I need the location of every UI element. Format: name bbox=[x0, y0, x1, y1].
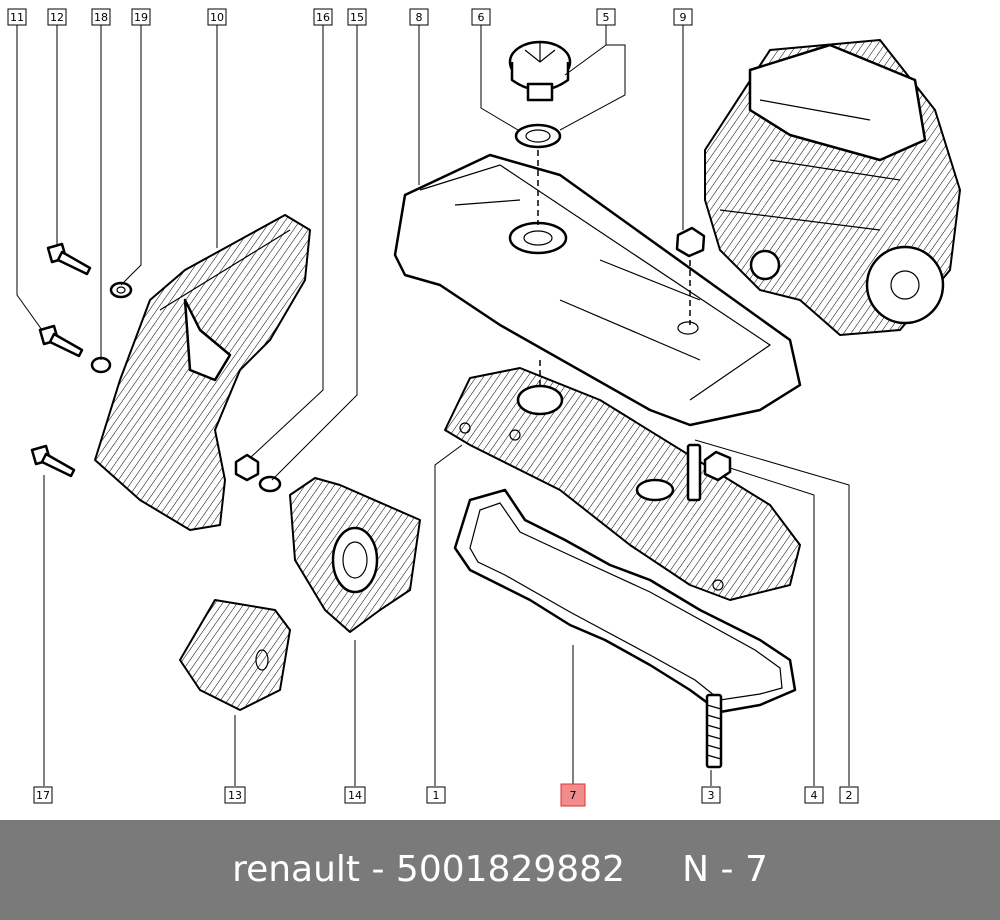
callout-box bbox=[207, 8, 227, 26]
callout-label: 10 bbox=[210, 11, 224, 24]
callout-label: 18 bbox=[94, 11, 108, 24]
oil-filler-cap bbox=[508, 40, 572, 102]
callout-18: 18 bbox=[91, 8, 111, 26]
mounting-bracket bbox=[179, 599, 291, 711]
callout-label: 11 bbox=[10, 11, 24, 24]
callout-label: 14 bbox=[348, 789, 362, 802]
callout-box bbox=[131, 8, 151, 26]
callout-label: 13 bbox=[228, 789, 242, 802]
callout-9: 9 bbox=[673, 8, 693, 26]
callout-5: 5 bbox=[596, 8, 616, 26]
filler-cap-seal bbox=[514, 123, 562, 149]
callout-label: 15 bbox=[350, 11, 364, 24]
nut-16 bbox=[234, 453, 260, 482]
callout-10: 10 bbox=[207, 8, 227, 26]
callout-7: 7 bbox=[560, 783, 586, 807]
callout-box bbox=[313, 8, 333, 26]
callout-16: 16 bbox=[313, 8, 333, 26]
washer-19 bbox=[109, 281, 133, 299]
callout-box bbox=[409, 8, 429, 26]
callout-label: 17 bbox=[36, 789, 50, 802]
callout-box bbox=[33, 786, 53, 804]
callout-2: 2 bbox=[839, 786, 859, 804]
callout-box bbox=[839, 786, 859, 804]
callout-8: 8 bbox=[409, 8, 429, 26]
callout-label: 2 bbox=[846, 789, 853, 802]
bolt-17 bbox=[30, 444, 76, 478]
callout-label: 4 bbox=[811, 789, 818, 802]
callout-4: 4 bbox=[804, 786, 824, 804]
oil-baffle-plate bbox=[444, 367, 801, 601]
callout-box bbox=[224, 786, 246, 804]
thermostat-housing bbox=[289, 477, 421, 633]
callout-box bbox=[47, 8, 67, 26]
callout-box bbox=[347, 8, 367, 26]
callout-19: 19 bbox=[131, 8, 151, 26]
callout-13: 13 bbox=[224, 786, 246, 804]
callout-label: 1 bbox=[433, 789, 440, 802]
callout-box bbox=[426, 786, 446, 804]
cover-stud bbox=[705, 693, 723, 769]
washer-15 bbox=[258, 475, 282, 493]
callout-label: 7 bbox=[570, 789, 577, 802]
leader-lines bbox=[16, 24, 850, 786]
callout-label: 19 bbox=[134, 11, 148, 24]
callout-label: 12 bbox=[50, 11, 64, 24]
callout-17: 17 bbox=[33, 786, 53, 804]
callout-box bbox=[471, 8, 491, 26]
engine-illustration bbox=[704, 39, 961, 336]
valve-cover-gasket bbox=[453, 488, 797, 714]
callout-label: 6 bbox=[478, 11, 485, 24]
cover-sleeve-nut bbox=[686, 443, 732, 502]
part-number-caption: renault - 5001829882 N - 7 bbox=[232, 849, 768, 890]
callout-label: 9 bbox=[680, 11, 687, 24]
callout-label: 16 bbox=[316, 11, 330, 24]
callout-box bbox=[344, 786, 366, 804]
callout-box bbox=[804, 786, 824, 804]
callout-6: 6 bbox=[471, 8, 491, 26]
callout-12: 12 bbox=[47, 8, 67, 26]
callout-box bbox=[7, 8, 27, 26]
callout-1: 1 bbox=[426, 786, 446, 804]
callout-box bbox=[91, 8, 111, 26]
callout-15: 15 bbox=[347, 8, 367, 26]
callout-14: 14 bbox=[344, 786, 366, 804]
callout-box bbox=[673, 8, 693, 26]
callout-box bbox=[560, 783, 586, 807]
callout-box bbox=[596, 8, 616, 26]
callout-label: 8 bbox=[416, 11, 423, 24]
bolt-11 bbox=[38, 324, 84, 358]
footer-bar: renault - 5001829882 N - 7 bbox=[0, 820, 1000, 920]
callout-label: 5 bbox=[603, 11, 610, 24]
washer-18 bbox=[90, 356, 112, 374]
callout-3: 3 bbox=[701, 786, 721, 804]
callout-11: 11 bbox=[7, 8, 27, 26]
callout-label: 3 bbox=[708, 789, 715, 802]
timing-belt-cover bbox=[94, 214, 311, 531]
cover-nut bbox=[675, 226, 706, 258]
bolt-12 bbox=[46, 242, 92, 276]
callout-box bbox=[701, 786, 721, 804]
